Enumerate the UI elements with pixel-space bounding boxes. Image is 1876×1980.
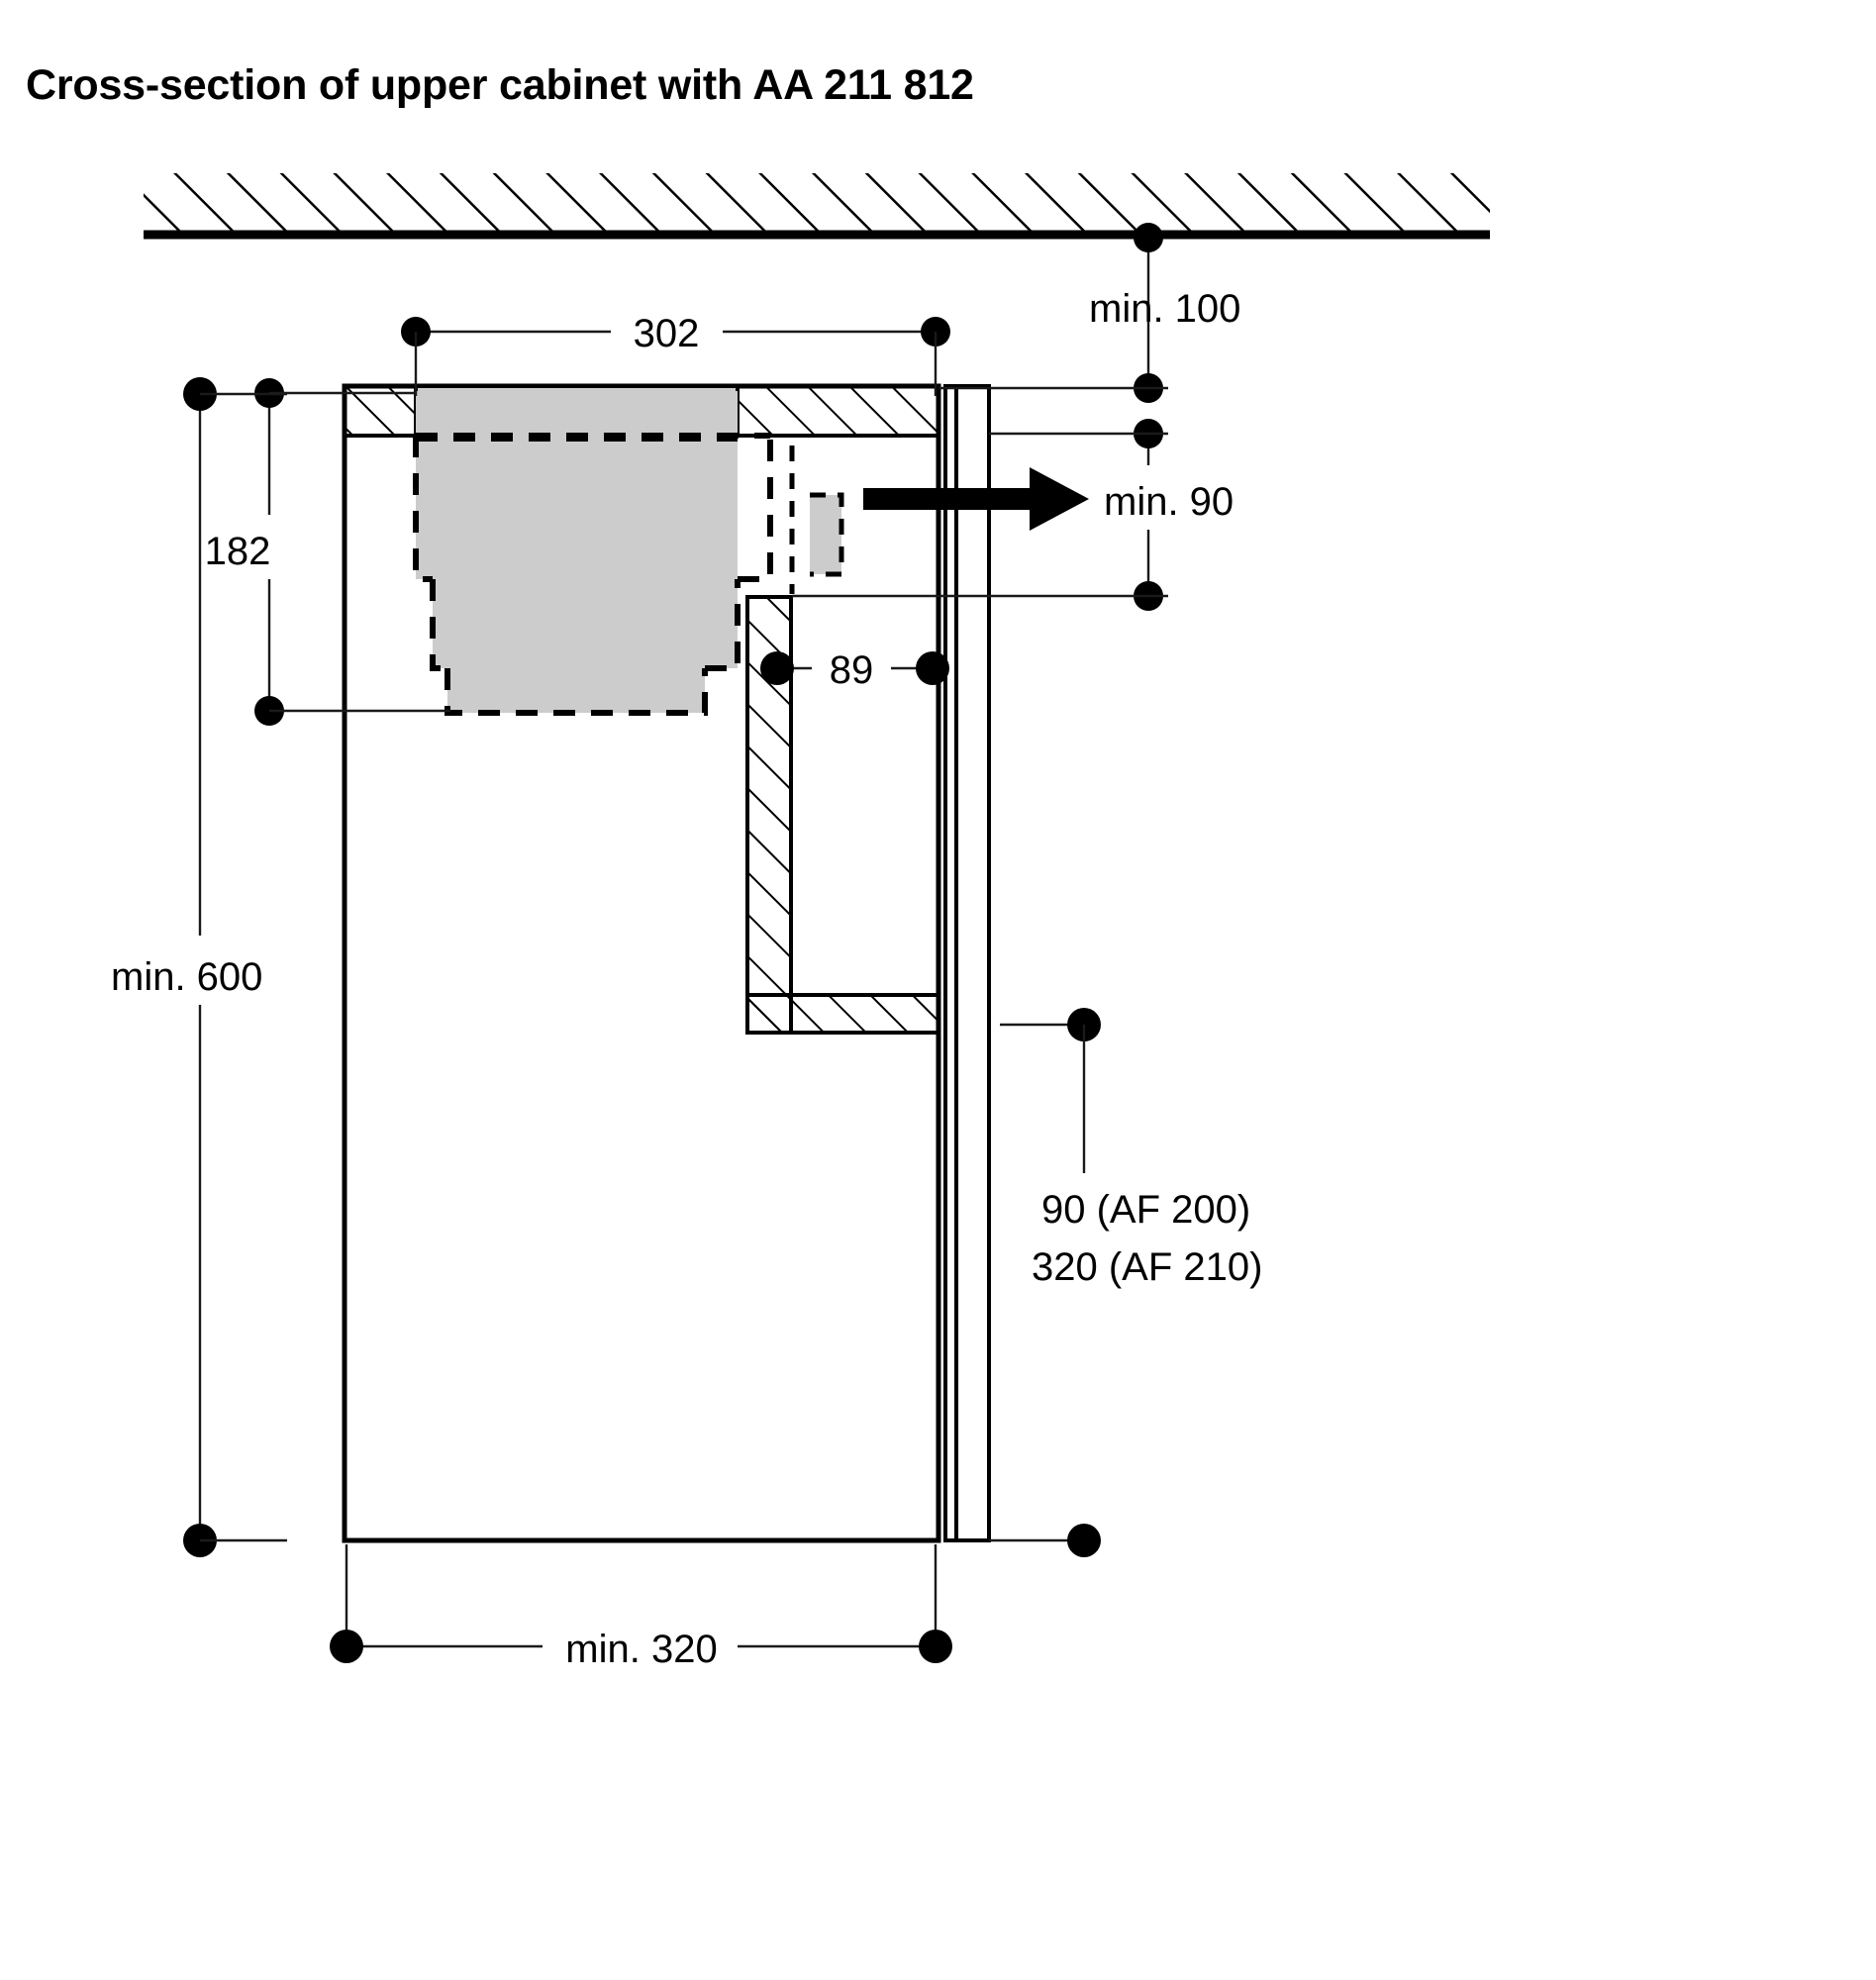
dimension-label-min-320: min. 320 (565, 1628, 717, 1671)
accessory-label-line-2: 320 (AF 210) (1032, 1245, 1262, 1289)
dimension-label-89: 89 (830, 648, 874, 692)
dimension-89: 89 (760, 648, 949, 692)
dimension-min-90: min. 90 (792, 419, 1234, 611)
baseline-right-marker (989, 1524, 1101, 1557)
dimension-302: 302 (401, 312, 950, 396)
airflow-arrow-right-icon (863, 467, 1089, 531)
accessory-label-line-1: 90 (AF 200) (1041, 1188, 1250, 1232)
page-title: Cross-section of upper cabinet with AA 2… (26, 61, 974, 109)
dimension-label-min-100: min. 100 (1089, 287, 1240, 331)
dimension-min-100: min. 100 (938, 223, 1240, 403)
ceiling-band (144, 173, 1490, 240)
dimension-label-min-90: min. 90 (1104, 480, 1234, 524)
cabinet-door-panel (943, 384, 991, 1542)
dimension-min-600: min. 600 (111, 377, 287, 1557)
accessory-callout: 90 (AF 200) 320 (AF 210) (1000, 1008, 1262, 1289)
appliance-body (413, 391, 844, 716)
dimension-label-182: 182 (205, 530, 271, 573)
dimension-min-320: min. 320 (330, 1544, 952, 1671)
dimension-label-302: 302 (634, 312, 700, 355)
dimension-label-min-600: min. 600 (111, 955, 262, 999)
internal-partition (745, 595, 940, 1035)
